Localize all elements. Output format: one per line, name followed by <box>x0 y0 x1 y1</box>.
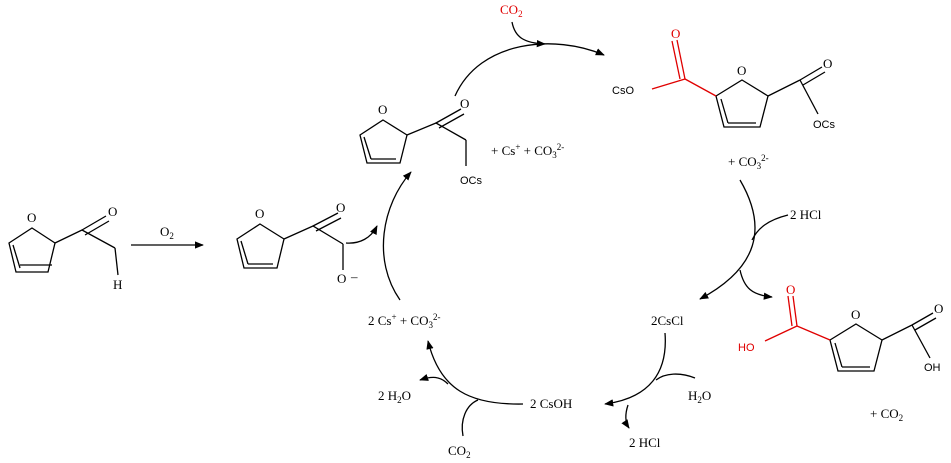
csoh-label: 2 CsOH <box>530 396 572 411</box>
oxidation-arrow: O2 <box>131 224 204 249</box>
hcl-in: 2 HCl <box>790 207 822 222</box>
fdca-structure: HO O O O OH <box>738 282 943 374</box>
furoate-carbonyl-o: O <box>336 200 345 215</box>
cscl-label: 2CsCl <box>651 313 684 328</box>
furfural-ring-o: O <box>27 210 36 225</box>
fdca-release-arrow <box>739 269 773 300</box>
hcl-out: 2 HCl <box>629 435 661 450</box>
fdca-oh: OH <box>924 362 941 374</box>
cs2-fdca-carbonyl-o-left: O <box>671 26 680 41</box>
h2o-in: H2O <box>688 388 711 405</box>
furoate-entry-arrow <box>345 225 378 244</box>
furfural-carbonyl-o: O <box>108 204 117 219</box>
furfural-h: H <box>113 277 122 292</box>
cs-co3-top: + Cs+ + CO32- <box>491 142 564 160</box>
co2-top: CO2 <box>500 2 523 19</box>
h2o-entry-arrow <box>655 373 696 381</box>
furoate-ring-o: O <box>255 206 264 221</box>
hcl-entry-arrow <box>751 214 789 241</box>
fdca-carbonyl-o-left: O <box>786 282 795 297</box>
cs-furoate-carbonyl-o: O <box>460 96 469 111</box>
co2-entry-arrow <box>511 21 546 48</box>
carbonation-arrow <box>426 340 524 405</box>
cesiation-arrow <box>382 171 412 301</box>
cs2-fdca-ring-o: O <box>737 63 746 78</box>
fdca-ring-o: O <box>851 307 860 322</box>
cesium-furoate-structure: O O OCs <box>359 96 483 187</box>
hydrolysis-arrow <box>604 332 666 407</box>
cs2-fdca-ocs: OCs <box>813 119 836 131</box>
co3-right: + CO32- <box>728 153 769 171</box>
co2-bottom-entry-arrow <box>461 399 479 437</box>
hcl-release-arrow <box>621 404 630 429</box>
furfural-structure: O O H <box>8 204 122 292</box>
furoate-anion-structure: O O O – <box>236 200 358 286</box>
h2o-release-arrow <box>419 373 449 385</box>
furoate-anion-o: O <box>337 271 346 286</box>
co2-bottom: CO2 <box>448 443 471 460</box>
o2-label: O2 <box>160 224 174 241</box>
cs-furoate-ocs: OCs <box>460 175 483 187</box>
cs-co3-left: 2 Cs+ + CO32- <box>368 312 440 330</box>
acidification-arrow <box>699 179 756 300</box>
furoate-charge: – <box>350 269 358 284</box>
cs2-fdca-cso: CsO <box>612 85 634 97</box>
co2-release: + CO2 <box>870 406 903 423</box>
fdca-carbonyl-o-right: O <box>934 301 943 316</box>
fdca-ho: HO <box>738 342 755 354</box>
cs-furoate-ring-o: O <box>378 102 387 117</box>
cs2-fdca-carbonyl-o-right: O <box>823 56 832 71</box>
cs2-fdca-structure: CsO O O O OCs <box>612 26 836 131</box>
carboxylation-arrow <box>454 43 605 97</box>
h2o-out: 2 H2O <box>378 388 411 405</box>
